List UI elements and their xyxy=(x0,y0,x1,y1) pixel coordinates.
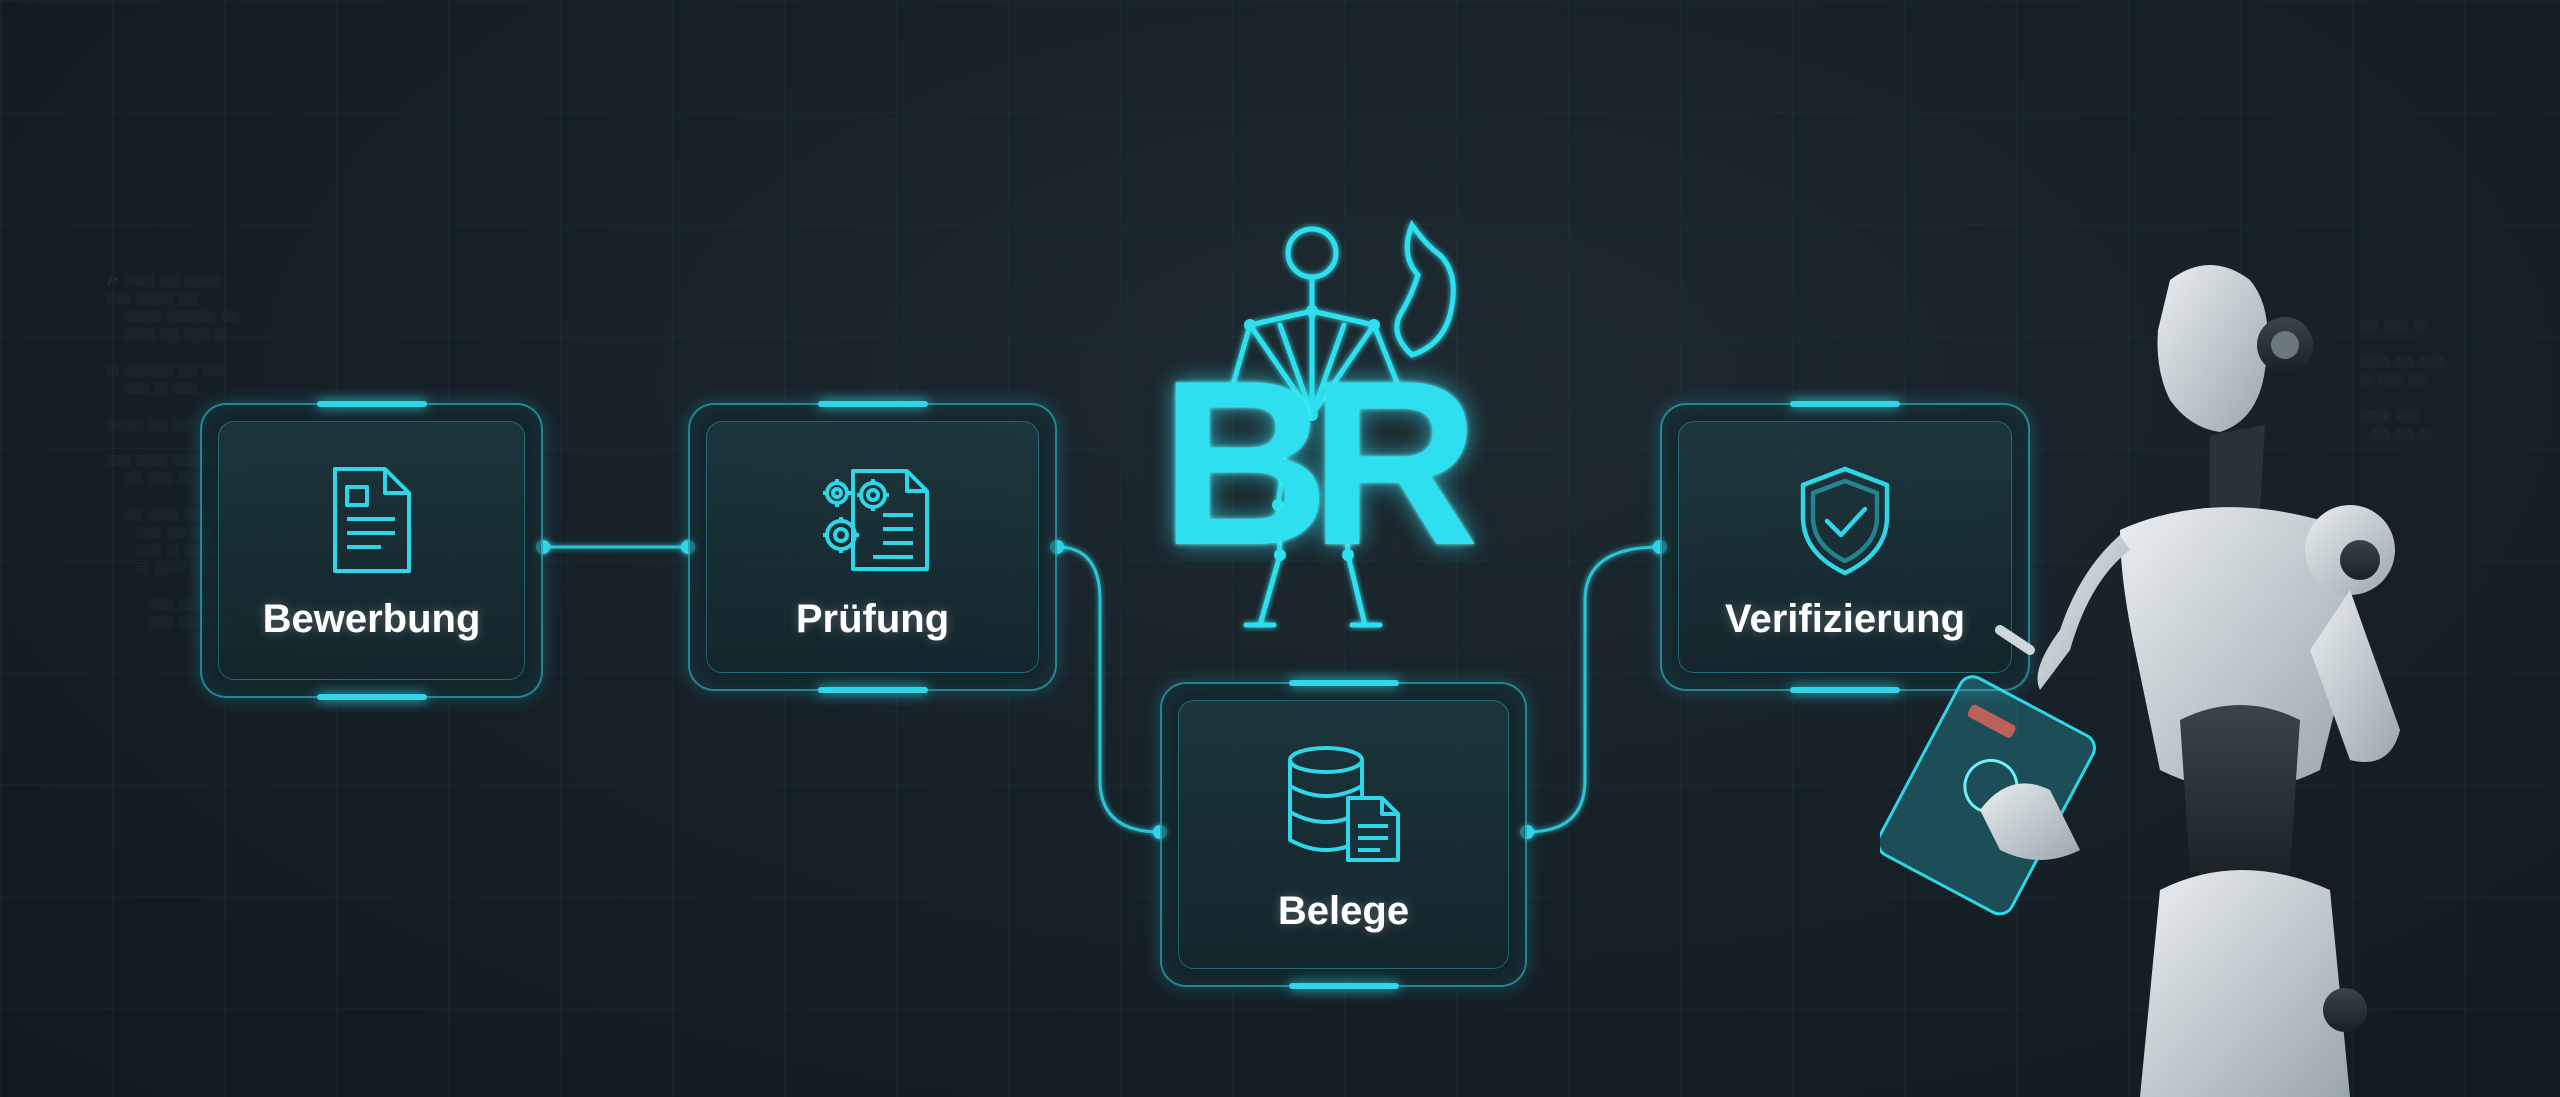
logo-text: BR xyxy=(1160,331,1479,594)
database-document-icon xyxy=(1287,746,1400,862)
background-code-texture-right: ░░░ ░░░░ ░░ ░░░░░ ░░░ ░░░░ ░░ ░░░░ ░░░ ░… xyxy=(2360,321,2445,440)
shield-check-icon xyxy=(1800,466,1890,576)
node-verifizierung: Verifizierung xyxy=(1660,401,2030,693)
node-label: Prüfung xyxy=(795,597,950,641)
node-bewerbung: Bewerbung xyxy=(200,401,543,700)
gear-document-icon xyxy=(822,469,929,571)
node-pruefung: Prüfung xyxy=(688,401,1057,693)
node-belege: Belege xyxy=(1160,680,1527,989)
node-label: Bewerbung xyxy=(262,597,481,641)
logo-figure xyxy=(1227,219,1456,628)
robot-illustration xyxy=(1880,265,2400,1097)
flame-icon xyxy=(1394,219,1456,358)
node-label: Belege xyxy=(1277,889,1410,933)
node-label: Verifizierung xyxy=(1724,597,1966,641)
document-icon xyxy=(332,467,411,573)
